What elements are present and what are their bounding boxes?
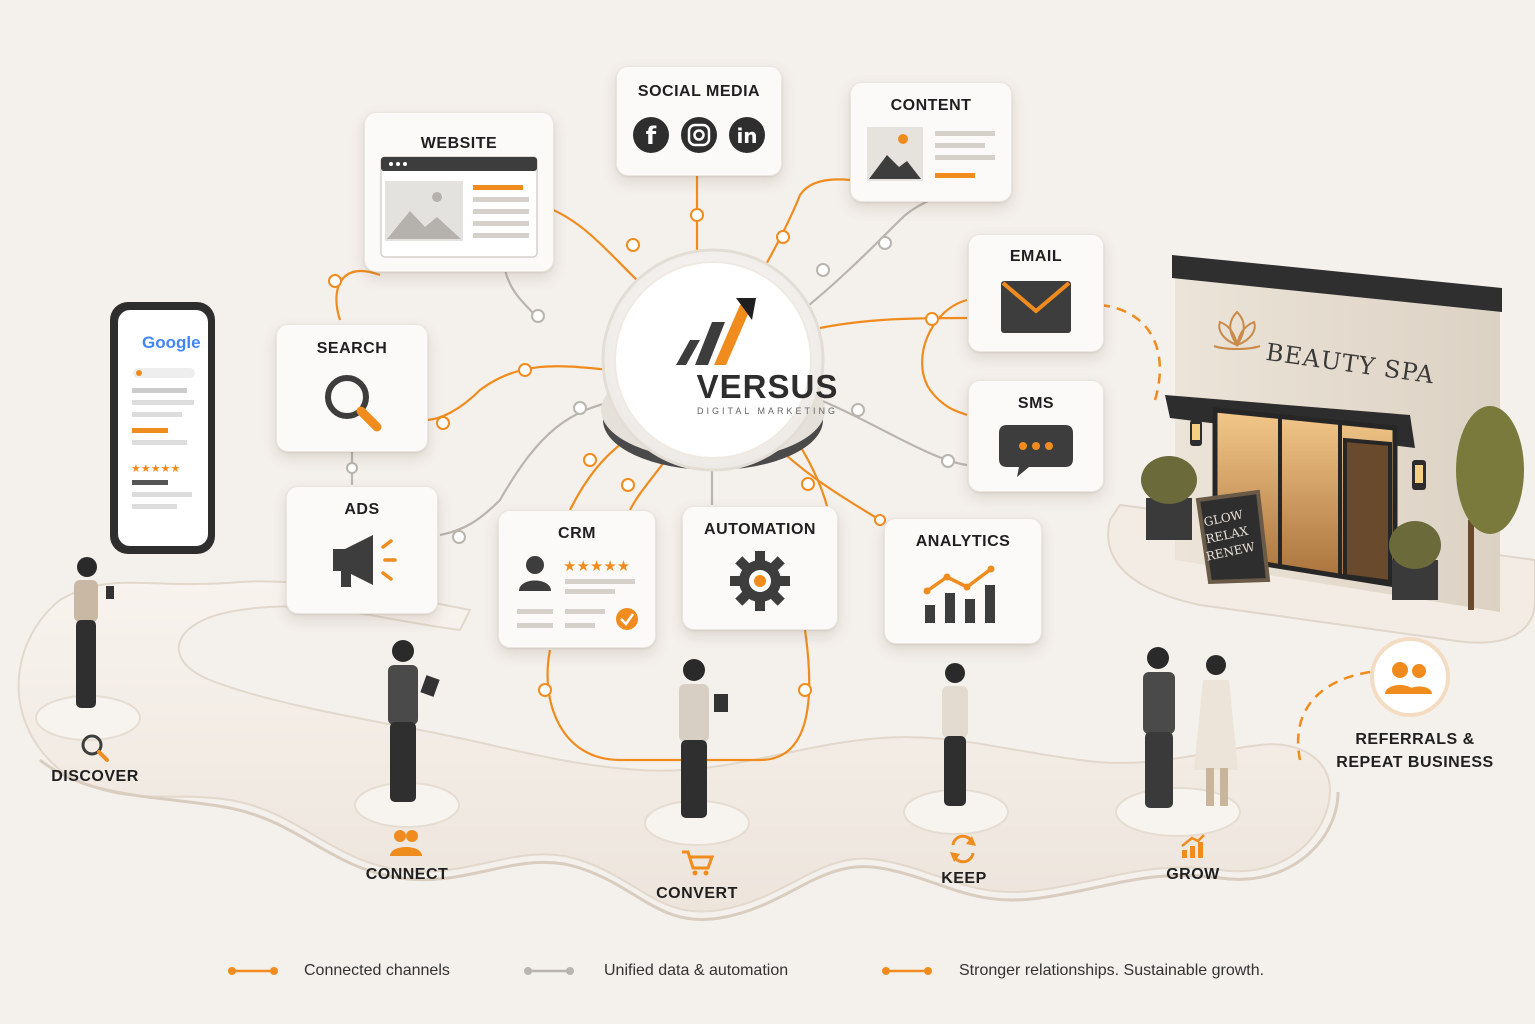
linkedin-icon: in (729, 117, 765, 153)
people-icon (390, 830, 422, 856)
megaphone-icon (333, 535, 397, 587)
hub-name: VERSUS (696, 368, 839, 405)
card-sms[interactable]: SMS (968, 380, 1104, 492)
cart-icon (682, 850, 715, 876)
card-sms-title: SMS (1017, 395, 1055, 412)
card-crm-title: CRM (558, 525, 596, 542)
card-email[interactable]: EMAIL (968, 234, 1104, 352)
instagram-icon (681, 117, 717, 153)
svg-text:f: f (646, 122, 657, 150)
beauty-spa-storefront (1107, 255, 1535, 644)
card-website[interactable]: WEBSITE (364, 112, 554, 272)
journey-path (17, 580, 1340, 921)
referrals-label: REFERRALS & REPEAT BUSINESS (1330, 728, 1500, 774)
card-analytics[interactable]: ANALYTICS (884, 518, 1042, 644)
svg-text:in: in (736, 124, 757, 148)
refresh-icon (950, 834, 976, 864)
referral-arc-top (1099, 303, 1162, 401)
search-icon (81, 734, 109, 762)
legend-unified-data: Unified data & automation (604, 962, 789, 979)
card-ads[interactable]: ADS (286, 486, 438, 614)
card-email-title: EMAIL (1009, 248, 1063, 265)
svg-text:★★★★★: ★★★★★ (563, 557, 630, 575)
legend-stronger-relationships: Stronger relationships. Sustainable grow… (959, 962, 1265, 979)
card-search[interactable]: SEARCH (276, 324, 428, 452)
card-automation-title: AUTOMATION (704, 521, 816, 538)
chat-bubble-icon (999, 425, 1073, 477)
phone-brand: Google (142, 333, 201, 352)
content-image-icon (867, 127, 995, 181)
growth-chart-icon (1181, 834, 1205, 858)
analytics-chart-icon (923, 565, 995, 623)
card-website-title: WEBSITE (420, 135, 498, 152)
gear-icon (730, 551, 790, 611)
envelope-icon (1001, 281, 1071, 333)
referrals-line-2: REPEAT BUSINESS (1336, 754, 1494, 771)
card-automation[interactable]: AUTOMATION (682, 506, 838, 630)
card-social-media[interactable]: SOCIAL MEDIA f in (616, 66, 782, 176)
stage-convert: CONVERT (656, 885, 738, 902)
stage-discover: DISCOVER (51, 768, 139, 785)
lotus-icon (1213, 310, 1261, 350)
connector-nodes (328, 208, 955, 697)
card-content-title: CONTENT (890, 97, 972, 114)
card-content[interactable]: CONTENT (850, 82, 1012, 202)
hub-tagline: DIGITAL MARKETING (696, 406, 838, 416)
legend-connected-channels: Connected channels (304, 962, 450, 979)
hub-disc (601, 248, 825, 472)
card-analytics-title: ANALYTICS (915, 533, 1011, 550)
magnifier-icon (325, 375, 382, 432)
card-ads-title: ADS (344, 501, 380, 518)
card-search-title: SEARCH (316, 340, 388, 357)
versus-logo-icon (676, 298, 756, 365)
browser-window-icon (380, 156, 538, 258)
legend-markers (228, 967, 932, 975)
referrals-icon (1370, 637, 1450, 717)
stage-grow: GROW (1166, 866, 1220, 883)
card-social-media-title: SOCIAL MEDIA (637, 83, 761, 100)
smartphone: ★★★★★ (110, 302, 215, 554)
stage-keep: KEEP (941, 870, 987, 887)
spa-sign-board: GLOW RELAX RENEW (1197, 505, 1257, 565)
stage-connect: CONNECT (365, 866, 449, 883)
svg-text:★★★★★: ★★★★★ (131, 462, 180, 475)
card-crm[interactable]: CRM ★★★★★ (498, 510, 656, 648)
facebook-icon: f (633, 117, 669, 153)
social-icons: f in (633, 117, 765, 153)
customer-profile-icon: ★★★★★ (517, 556, 638, 630)
customer-figures (74, 557, 1238, 818)
referrals-line-1: REFERRALS & (1355, 731, 1475, 748)
